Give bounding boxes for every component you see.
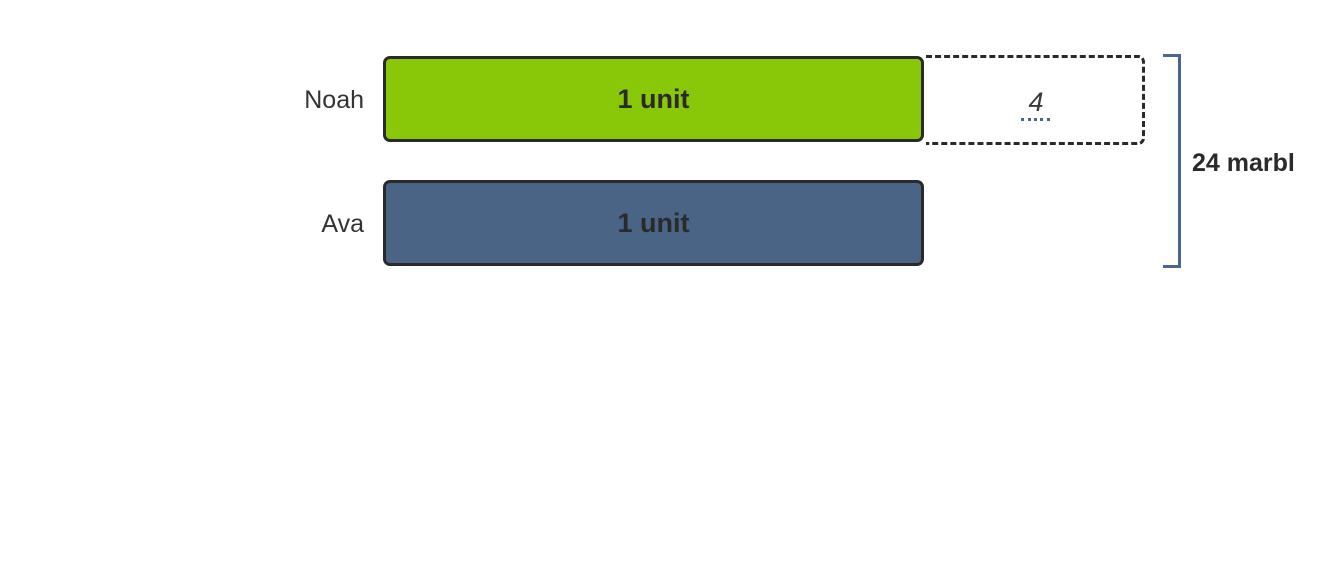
row-label-noah: Noah xyxy=(304,86,364,114)
total-label: 24 marbl xyxy=(1192,149,1295,177)
unit-bar-noah-text: 1 unit xyxy=(617,83,690,114)
extra-amount-value: 4 xyxy=(1028,87,1044,117)
extra-amount-underline xyxy=(1021,118,1050,121)
unit-bar-noah: 1 unit xyxy=(383,56,924,142)
unit-bar-ava-text: 1 unit xyxy=(617,207,690,238)
row-label-ava: Ava xyxy=(321,210,364,238)
unit-bar-ava: 1 unit xyxy=(383,180,924,266)
extra-amount-box xyxy=(926,55,1145,145)
total-bracket xyxy=(1163,54,1181,268)
